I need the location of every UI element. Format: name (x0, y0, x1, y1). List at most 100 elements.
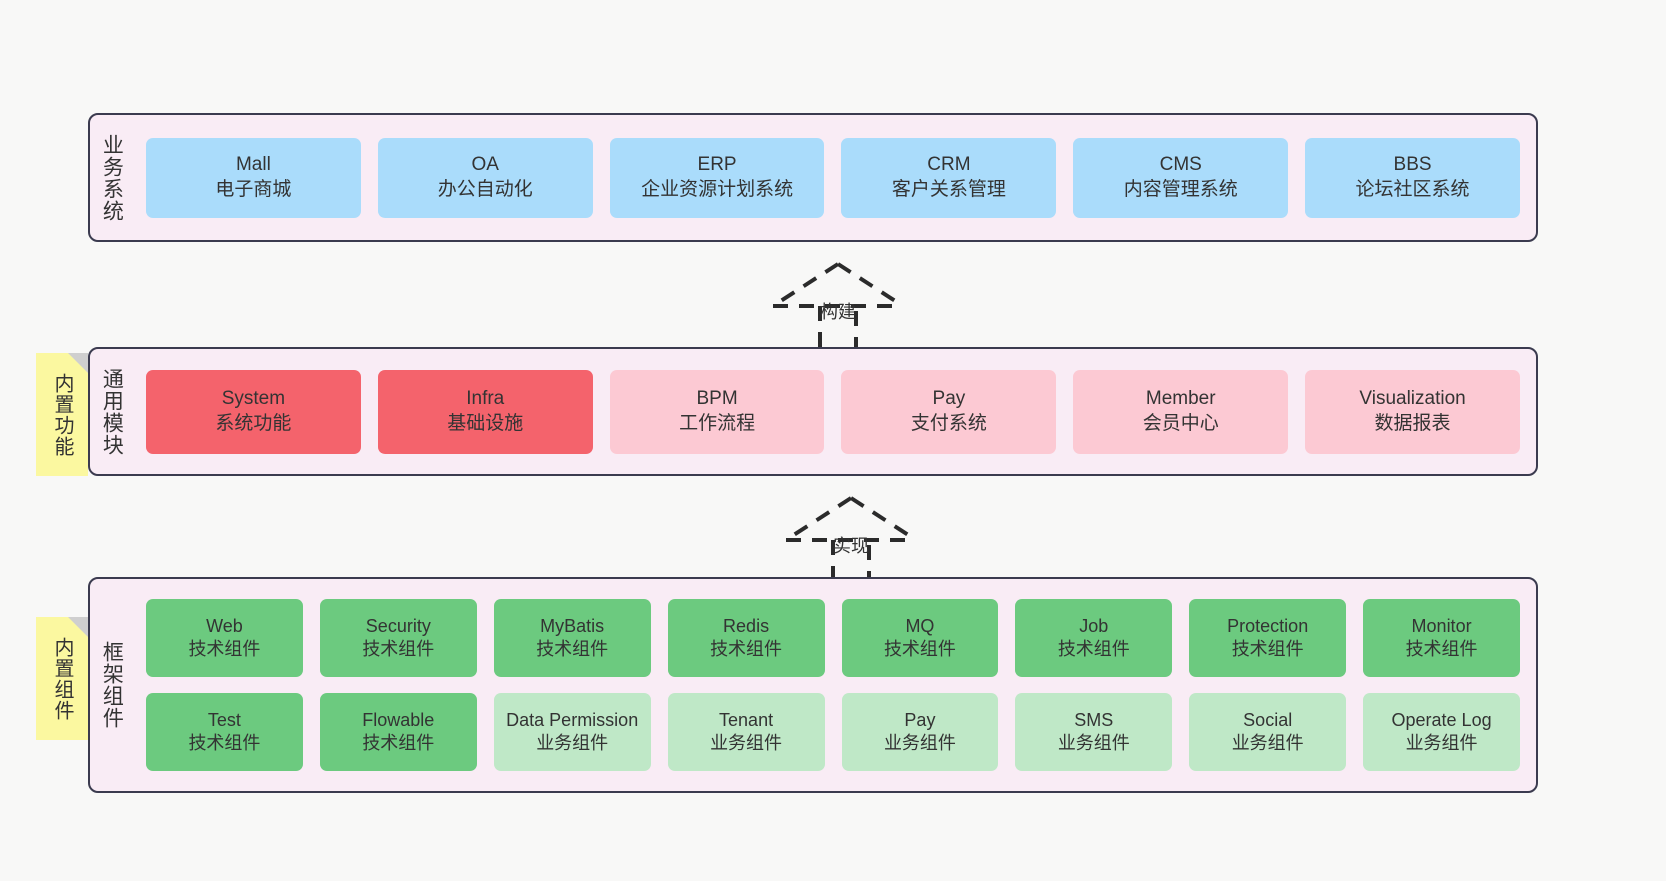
connector-implement-label: 实现 (833, 536, 869, 556)
card-subtitle: 技术组件 (188, 639, 261, 659)
card-subtitle: 技术组件 (536, 639, 609, 659)
card-business-cms[interactable]: CMS 内容管理系统 (1073, 137, 1289, 218)
card-title: Pay (932, 387, 966, 409)
card-component-redis[interactable]: Redis 技术组件 (667, 599, 825, 677)
sticky-note-builtin-functions-label: 内置功能 (51, 372, 73, 457)
card-title: Infra (466, 387, 505, 409)
card-subtitle: 业务组件 (536, 733, 609, 753)
card-title: Protection (1227, 615, 1309, 636)
card-title: Social (1243, 709, 1293, 730)
card-component-web[interactable]: Web 技术组件 (146, 599, 303, 677)
card-module-infra[interactable]: Infra 基础设施 (377, 369, 593, 454)
connector-implement: 实现 (776, 492, 926, 587)
card-subtitle: 技术组件 (188, 733, 261, 753)
card-subtitle: 工作流程 (679, 412, 756, 434)
card-title: System (221, 387, 286, 409)
card-title: BPM (696, 387, 738, 409)
card-module-system[interactable]: System 系统功能 (146, 369, 361, 454)
card-title: CRM (927, 153, 971, 175)
card-subtitle: 电子商城 (215, 178, 292, 200)
card-subtitle: 系统功能 (215, 412, 292, 434)
card-component-mybatis[interactable]: MyBatis 技术组件 (493, 599, 651, 677)
card-title: MQ (905, 615, 935, 636)
card-subtitle: 业务组件 (710, 733, 783, 753)
card-subtitle: 技术组件 (1405, 639, 1478, 659)
card-subtitle: 内容管理系统 (1123, 178, 1238, 200)
card-subtitle: 技术组件 (710, 639, 783, 659)
business-systems-card-list: Mall 电子商城 OA 办公自动化 ERP 企业资源计划系统 CRM 客户关系管理 CMS 内容… (132, 115, 1536, 240)
card-title: ERP (697, 153, 737, 175)
card-subtitle: 技术组件 (1057, 639, 1130, 659)
card-business-mall[interactable]: Mall 电子商城 (146, 137, 361, 218)
card-title: Mall (235, 153, 271, 175)
card-subtitle: 技术组件 (362, 639, 435, 659)
card-title: Monitor (1411, 615, 1472, 636)
card-component-protection[interactable]: Protection 技术组件 (1189, 599, 1347, 677)
sticky-note-builtin-components: 内置组件 (36, 617, 88, 740)
card-title: Redis (723, 615, 770, 636)
card-module-visualization[interactable]: Visualization 数据报表 (1305, 369, 1520, 454)
card-component-pay[interactable]: Pay 业务组件 (841, 693, 999, 771)
card-subtitle: 基础设施 (447, 412, 524, 434)
card-component-data-permission[interactable]: Data Permission 业务组件 (493, 693, 651, 771)
folded-corner-icon (68, 617, 88, 637)
card-subtitle: 业务组件 (1231, 733, 1304, 753)
card-subtitle: 论坛社区系统 (1355, 178, 1470, 200)
card-subtitle: 支付系统 (910, 412, 987, 434)
card-title: Visualization (1359, 387, 1466, 409)
card-subtitle: 业务组件 (1057, 733, 1130, 753)
card-title: Operate Log (1391, 709, 1492, 730)
connector-build: 构建 (763, 258, 913, 353)
card-title: BBS (1393, 153, 1432, 175)
card-title: Tenant (719, 709, 774, 730)
card-component-social[interactable]: Social 业务组件 (1189, 693, 1347, 771)
card-module-bpm[interactable]: BPM 工作流程 (609, 369, 825, 454)
card-business-oa[interactable]: OA 办公自动化 (377, 137, 593, 218)
card-title: Test (207, 709, 241, 730)
card-title: SMS (1074, 709, 1114, 730)
card-subtitle: 数据报表 (1374, 412, 1451, 434)
card-business-erp[interactable]: ERP 企业资源计划系统 (609, 137, 825, 218)
card-subtitle: 业务组件 (1405, 733, 1478, 753)
layer-title-framework-components: 框架组件 (100, 641, 124, 729)
card-component-flowable[interactable]: Flowable 技术组件 (319, 693, 477, 771)
card-subtitle: 业务组件 (883, 733, 956, 753)
card-subtitle: 技术组件 (883, 639, 956, 659)
card-component-monitor[interactable]: Monitor 技术组件 (1363, 599, 1520, 677)
card-title: CMS (1159, 153, 1202, 175)
card-component-operate-log[interactable]: Operate Log 业务组件 (1363, 693, 1520, 771)
card-title: Member (1145, 387, 1216, 409)
card-title: MyBatis (540, 615, 605, 636)
card-title: Flowable (362, 709, 435, 730)
card-title: OA (471, 153, 499, 175)
card-title: Web (206, 615, 243, 636)
layer-title-business-systems: 业务系统 (100, 133, 124, 222)
card-component-sms[interactable]: SMS 业务组件 (1015, 693, 1173, 771)
folded-corner-icon (68, 353, 88, 373)
layer-business-systems: 业务系统 Mall 电子商城 OA 办公自动化 ERP 企业资源计划系统 CRM 客户关系管理… (88, 113, 1538, 242)
card-business-bbs[interactable]: BBS 论坛社区系统 (1305, 137, 1520, 218)
card-title: Data Permission (506, 709, 639, 730)
card-subtitle: 办公自动化 (437, 178, 533, 200)
connector-build-label: 构建 (820, 302, 856, 322)
card-component-mq[interactable]: MQ 技术组件 (841, 599, 999, 677)
card-subtitle: 技术组件 (1231, 639, 1304, 659)
card-component-tenant[interactable]: Tenant 业务组件 (667, 693, 825, 771)
card-subtitle: 企业资源计划系统 (641, 178, 794, 200)
card-subtitle: 技术组件 (362, 733, 435, 753)
card-module-pay[interactable]: Pay 支付系统 (841, 369, 1057, 454)
card-component-test[interactable]: Test 技术组件 (146, 693, 303, 771)
card-business-crm[interactable]: CRM 客户关系管理 (841, 137, 1057, 218)
card-subtitle: 客户关系管理 (891, 178, 1006, 200)
sticky-note-builtin-components-label: 内置组件 (51, 636, 73, 721)
card-title: Pay (904, 709, 936, 730)
